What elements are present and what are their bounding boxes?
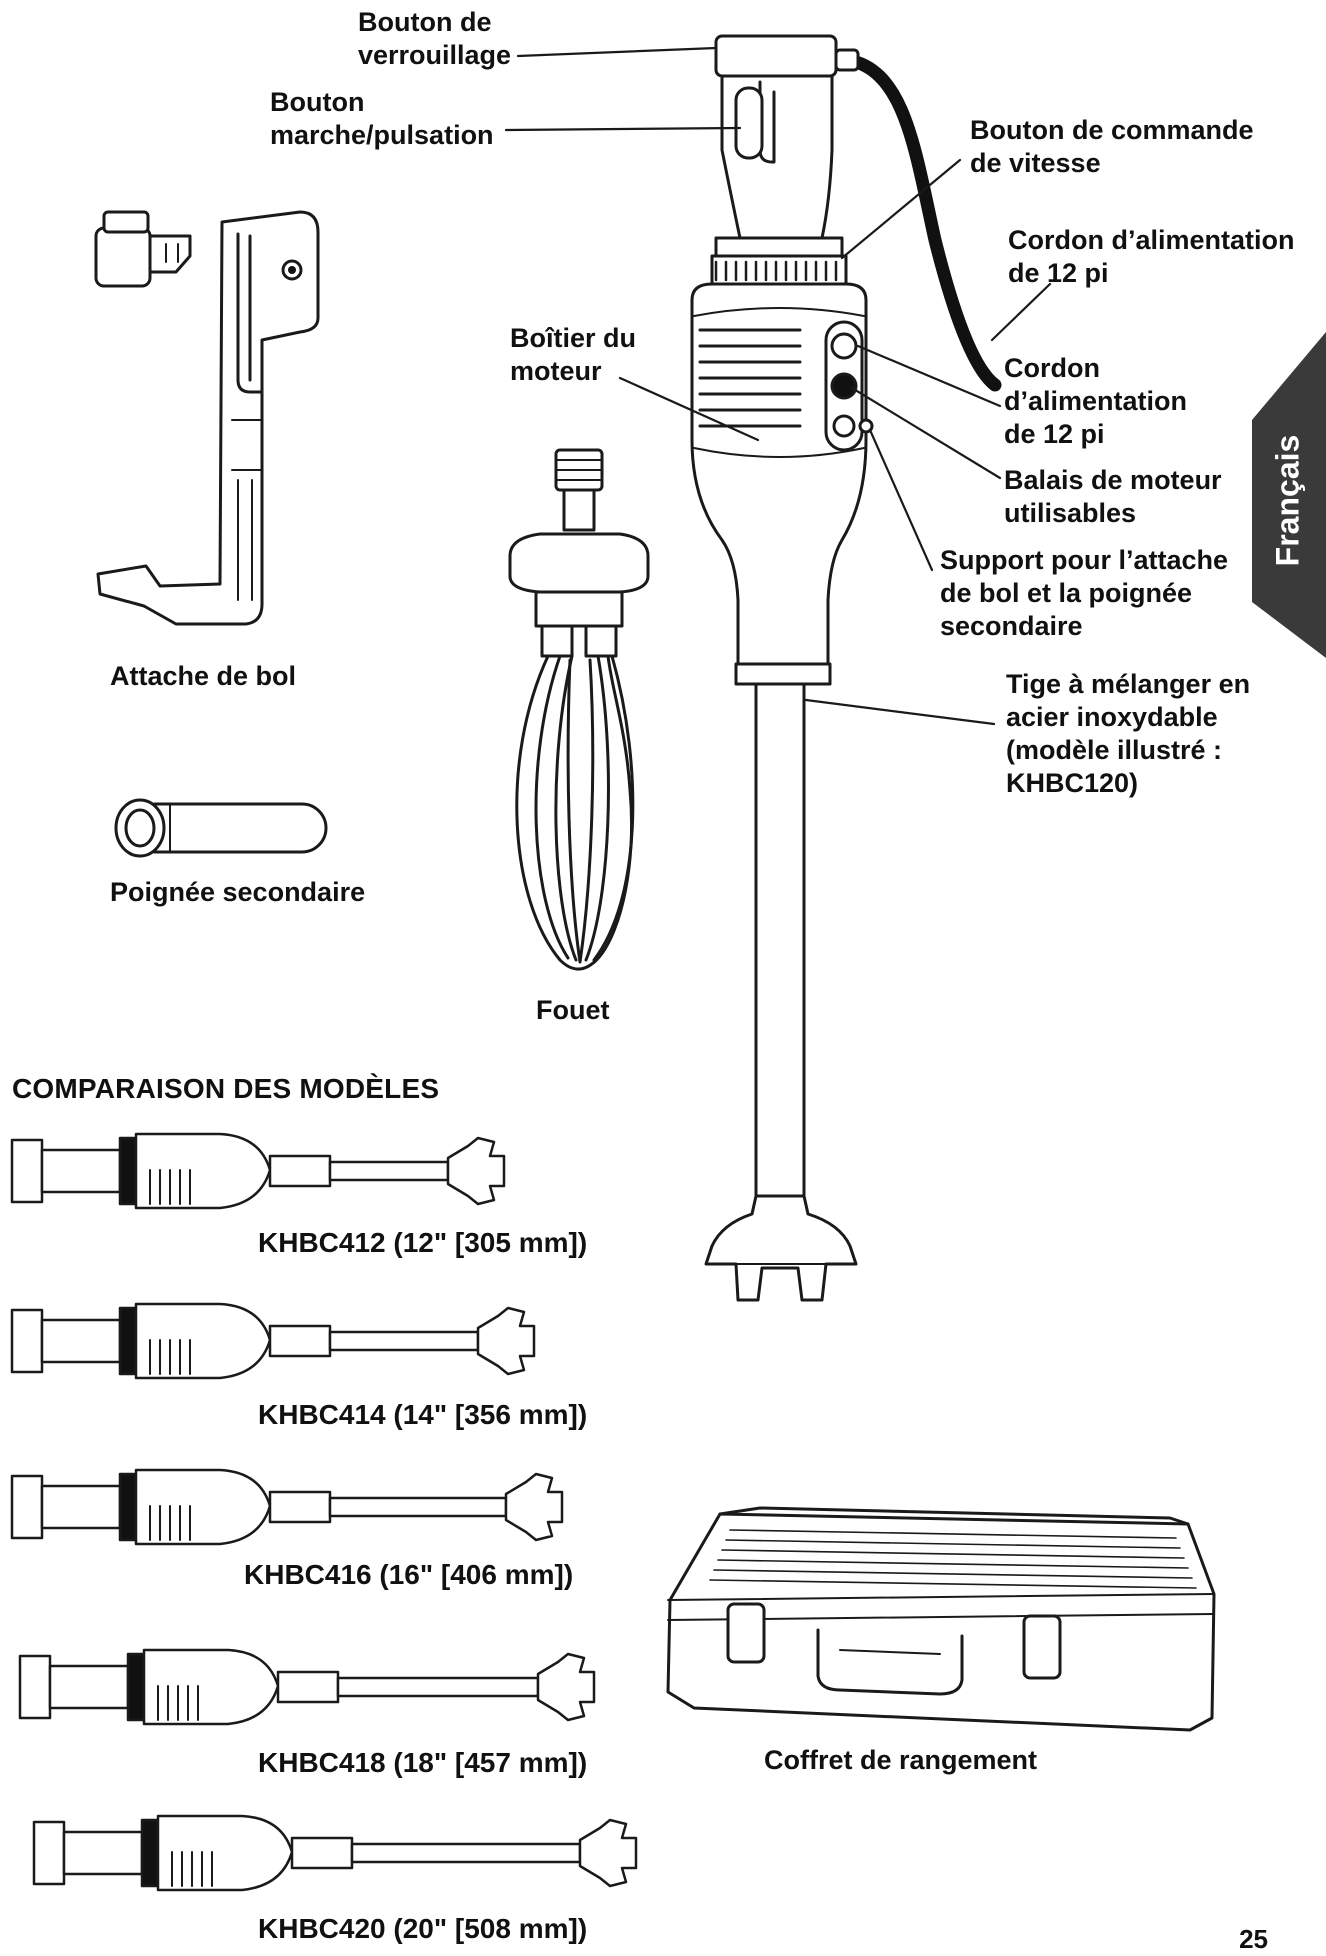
model-label-418: KHBC418 (18" [457 mm]) <box>258 1747 588 1778</box>
label-shaft: Tige à mélanger en acier inoxydable (mod… <box>1006 669 1251 798</box>
model-label-412: KHBC412 (12" [305 mm]) <box>258 1227 588 1258</box>
model-blender-420 <box>32 1814 638 1892</box>
label-storage-case: Coffret de rangement <box>764 1745 1038 1775</box>
label-power-cord: Cordon d’alimentation de 12 pi <box>1004 353 1188 449</box>
leader-lines <box>504 46 1052 726</box>
language-tab: Français <box>1258 420 1318 580</box>
label-motor-housing: Boîtier du moteur <box>510 323 636 386</box>
side-handle-illustration <box>114 798 328 858</box>
model-label-416: KHBC416 (16" [406 mm]) <box>244 1559 574 1590</box>
label-whisk: Fouet <box>536 995 610 1025</box>
label-speed-control: Bouton de commande de vitesse <box>970 115 1254 178</box>
label-bowl-clamp: Attache de bol <box>110 661 297 691</box>
model-blender-412 <box>10 1132 506 1210</box>
language-tab-shape <box>1252 332 1326 658</box>
storage-case-illustration <box>666 1506 1216 1732</box>
label-support: Support pour l’attache de bol et la poig… <box>940 545 1229 641</box>
immersion-blender-illustration <box>690 34 1002 1302</box>
label-side-handle: Poignée secondaire <box>110 877 366 907</box>
label-lock-button: Bouton de verrouillage <box>358 7 512 70</box>
comparison-heading: COMPARAISON DES MODÈLES <box>12 1073 440 1104</box>
model-blender-416 <box>10 1468 564 1546</box>
label-motor-brushes: Balais de moteur utilisables <box>1004 465 1222 528</box>
model-blender-414 <box>10 1302 536 1380</box>
language-tab-label: Français <box>1269 434 1306 566</box>
bowl-clamp-illustration <box>94 210 320 626</box>
model-blender-418 <box>18 1648 596 1726</box>
model-comparison-illustrations <box>10 1132 638 1892</box>
model-label-414: KHBC414 (14" [356 mm]) <box>258 1399 588 1430</box>
whisk-illustration <box>508 448 650 971</box>
model-label-420: KHBC420 (20" [508 mm]) <box>258 1913 588 1944</box>
page-number: 25 <box>1239 1924 1268 1954</box>
label-power-button: Bouton marche/pulsation <box>270 87 494 150</box>
label-power-cord-top: Cordon d’alimentation de 12 pi <box>1008 225 1295 288</box>
